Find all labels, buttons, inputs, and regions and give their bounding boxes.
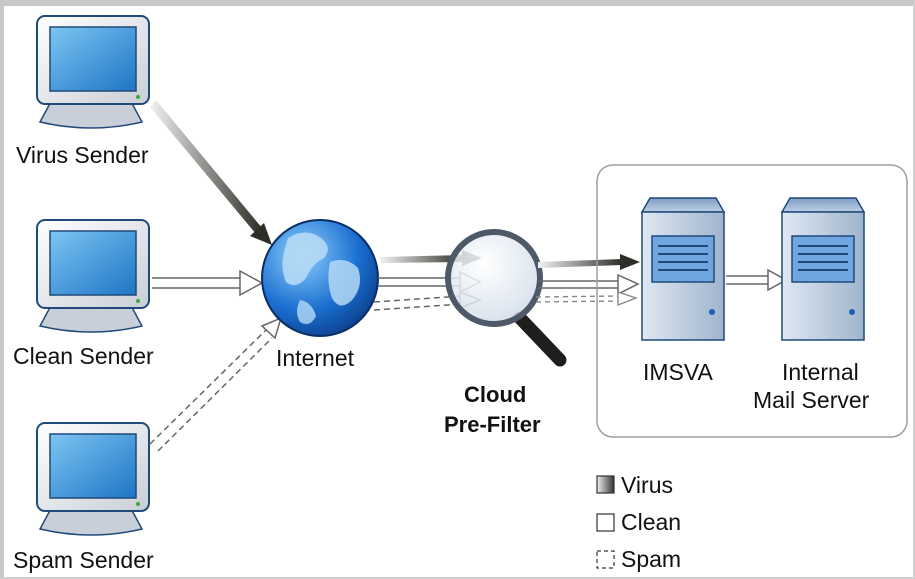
imsva-server-icon (640, 197, 726, 341)
clean-flow-arrow (152, 269, 264, 297)
legend-spam-swatch (596, 550, 615, 569)
spam-sender-monitor-icon (36, 422, 150, 536)
legend-clean-swatch (596, 513, 615, 532)
imsva-label: IMSVA (643, 359, 714, 385)
spam-to-imsva-arrow (535, 291, 639, 307)
virus-flow-arrow (150, 100, 272, 245)
legend-virus-swatch (596, 475, 615, 494)
internal-label: Internal (782, 359, 859, 385)
virus-sender-monitor-icon (36, 15, 150, 129)
virus-to-imsva-arrow (538, 254, 640, 270)
server-zone-box (596, 164, 908, 438)
legend-spam-label: Spam (621, 546, 681, 572)
virus-sender-label: Virus Sender (16, 142, 149, 168)
cloud-label: Cloud (464, 382, 526, 407)
pre-filter-label: Pre-Filter (444, 412, 541, 437)
spam-flow-arrow (149, 316, 283, 452)
clean-sender-label: Clean Sender (13, 343, 154, 369)
internet-label: Internet (276, 345, 355, 371)
cloud-pre-filter-magnifier-icon (445, 229, 567, 367)
legend-clean-label: Clean (621, 509, 681, 535)
internal-mail-server-icon (780, 197, 866, 341)
clean-to-imsva-arrow (538, 273, 640, 296)
mail-server-label: Mail Server (753, 387, 870, 413)
legend-virus-label: Virus (621, 472, 673, 498)
clean-sender-monitor-icon (36, 219, 150, 333)
imsva-to-mailserver-arrow (726, 268, 788, 292)
internet-globe-icon (261, 219, 379, 337)
legend: Virus Clean Spam (596, 472, 681, 572)
spam-sender-label: Spam Sender (13, 547, 154, 573)
